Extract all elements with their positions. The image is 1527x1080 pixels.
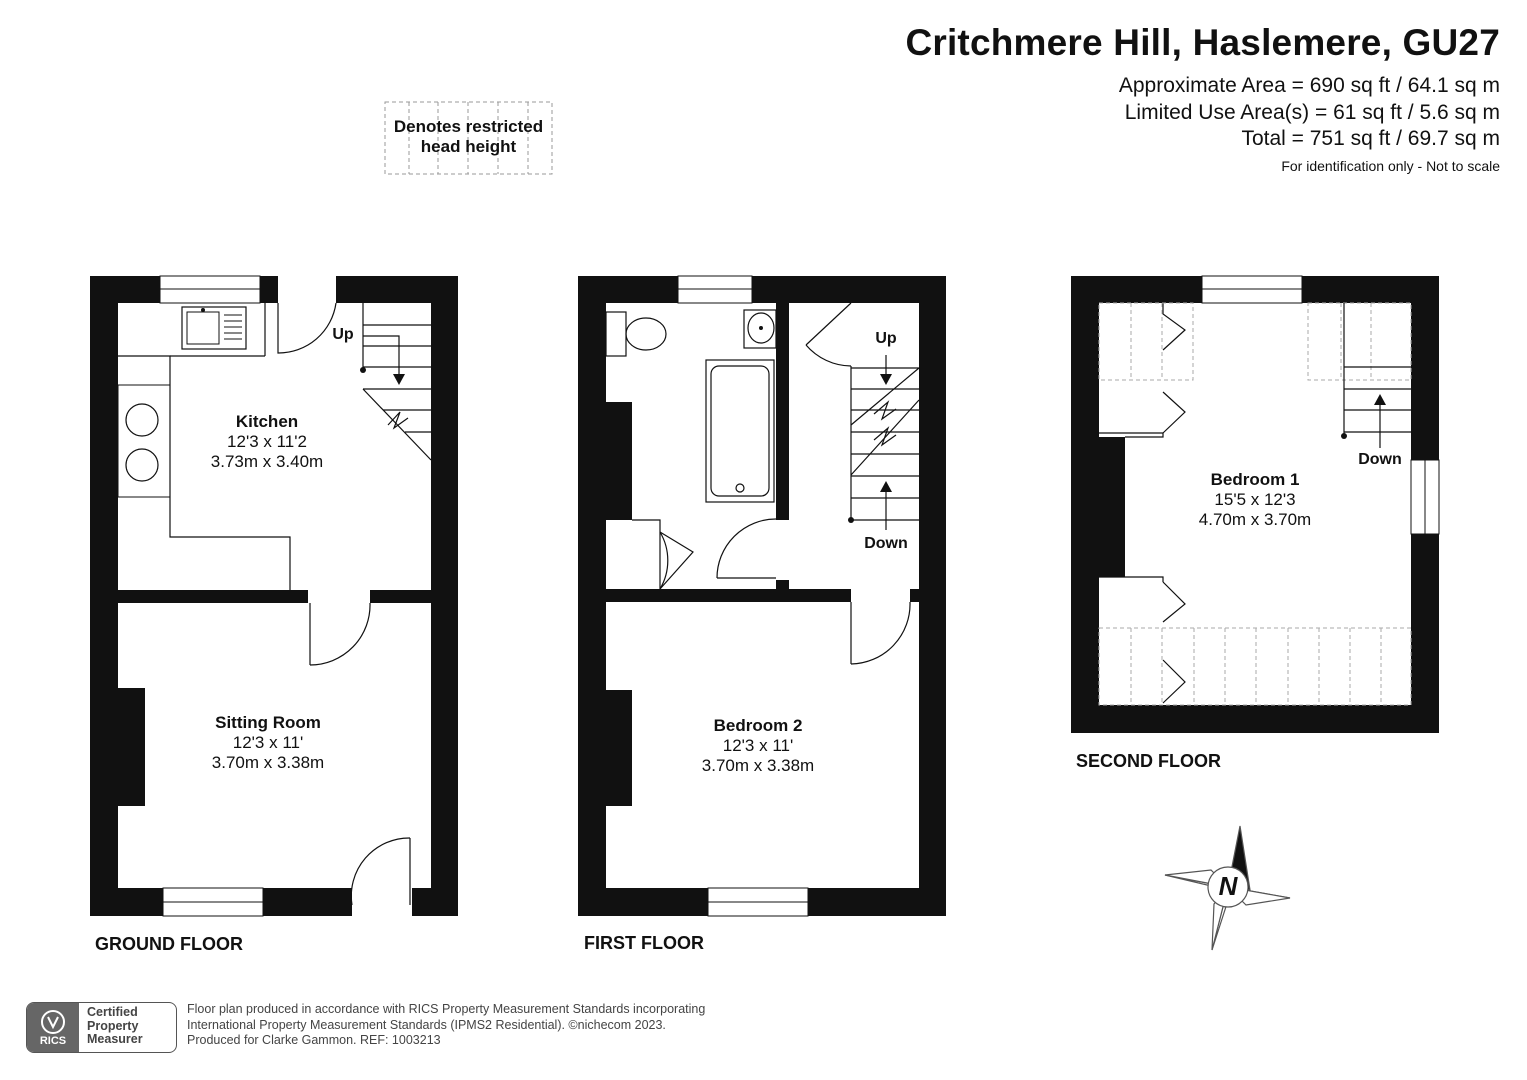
ground-floor-label: GROUND FLOOR: [95, 934, 243, 954]
footer-disclaimer: Floor plan produced in accordance with R…: [187, 1002, 705, 1049]
second-floor-plan: [1071, 275, 1440, 733]
property-title: Critchmere Hill, Haslemere, GU27: [905, 22, 1500, 63]
badge-line-1: Certified: [87, 1005, 138, 1019]
rics-badge: RICS Certified Property Measurer: [26, 1002, 177, 1053]
first-floor-plan: [578, 275, 946, 917]
room-name: Kitchen: [235, 412, 299, 431]
rics-logo: RICS: [27, 1003, 79, 1052]
limited-use-area: Limited Use Area(s) = 61 sq ft / 5.6 sq …: [1124, 101, 1500, 124]
second-floor-label: SECOND FLOOR: [1076, 751, 1222, 771]
stairs-up-label: Up: [332, 326, 354, 343]
footer-line-1: Floor plan produced in accordance with R…: [187, 1002, 706, 1016]
room-dim-metric: 4.70m x 3.70m: [1198, 510, 1312, 529]
footer-line-2: International Property Measurement Stand…: [187, 1017, 666, 1032]
room-dim-metric: 3.70m x 3.38m: [701, 756, 815, 775]
compass-north-letter: N: [1218, 871, 1238, 901]
ground-floor-plan: [90, 275, 458, 917]
room-label-kitchen: Kitchen 12'3 x 11'2 3.73m x 3.40m: [211, 412, 323, 472]
legend-line-2: head height: [420, 137, 517, 156]
room-label-sitting-room: Sitting Room 12'3 x 11' 3.70m x 3.38m: [212, 713, 324, 773]
restricted-height-legend-box: [384, 101, 553, 175]
room-name: Bedroom 2: [713, 716, 803, 735]
restricted-head-height-zones: [1098, 302, 1412, 706]
approximate-area: Approximate Area = 690 sq ft / 64.1 sq m: [1118, 74, 1500, 97]
legend-line-1: Denotes restricted: [393, 117, 544, 136]
rics-certification: Certified Property Measurer: [87, 1005, 143, 1047]
room-dim-imperial: 12'3 x 11': [232, 733, 304, 752]
total-area: Total = 751 sq ft / 69.7 sq m: [1241, 127, 1500, 150]
room-dim-imperial: 12'3 x 11': [722, 736, 794, 755]
stairs-down-label: Down: [864, 535, 908, 552]
north-compass: [1164, 825, 1291, 951]
room-dim-imperial: 12'3 x 11'2: [227, 432, 307, 451]
room-label-bedroom-2: Bedroom 2 12'3 x 11' 3.70m x 3.38m: [702, 716, 814, 776]
stairs-down-label: Down: [1358, 451, 1402, 468]
room-dim-imperial: 15'5 x 12'3: [1214, 490, 1296, 509]
restricted-height-legend: Denotes restricted head height: [385, 117, 552, 157]
room-name: Sitting Room: [215, 713, 321, 732]
rics-word: RICS: [39, 1035, 67, 1047]
room-label-bedroom-1: Bedroom 1 15'5 x 12'3 4.70m x 3.70m: [1199, 470, 1311, 530]
badge-line-2: Property: [87, 1018, 139, 1033]
badge-line-3: Measurer: [87, 1032, 143, 1046]
stairs-up-label: Up: [875, 330, 897, 347]
room-dim-metric: 3.70m x 3.38m: [211, 753, 325, 772]
room-dim-metric: 3.73m x 3.40m: [210, 452, 324, 471]
first-floor-label: FIRST FLOOR: [584, 933, 704, 953]
scale-note: For identification only - Not to scale: [1281, 158, 1500, 174]
room-name: Bedroom 1: [1210, 470, 1300, 489]
rics-crest-icon: [41, 1010, 65, 1034]
footer-line-3: Produced for Clarke Gammon. REF: 1003213: [187, 1033, 441, 1047]
